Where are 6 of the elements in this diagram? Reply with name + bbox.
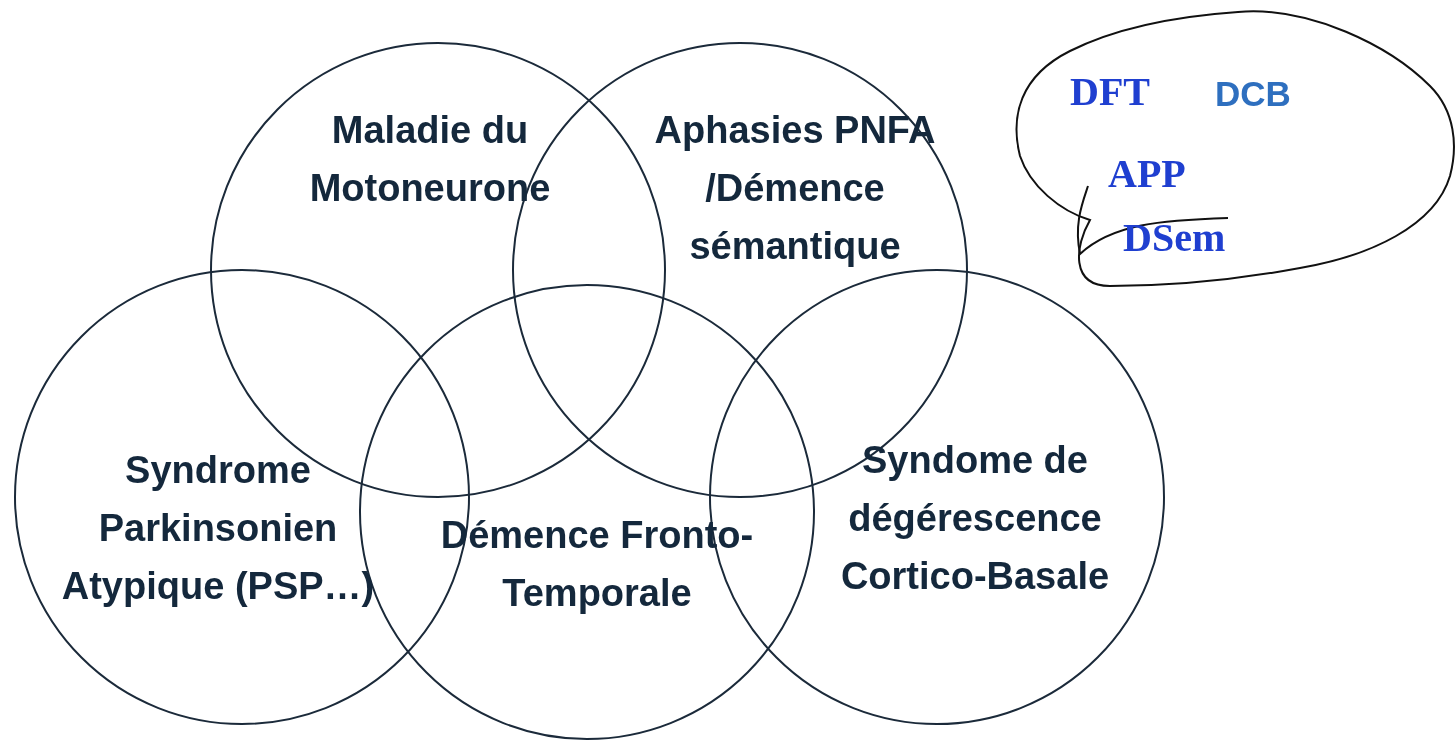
abbreviation: DFT (1070, 72, 1150, 112)
abbreviation: DSem (1123, 218, 1226, 258)
abbreviation: DCB (1215, 76, 1291, 111)
circle-label: Syndome de dégérescence Cortico-Basale (839, 438, 1111, 599)
circle-label: Syndrome Parkinsonien Atypique (PSP…) (60, 448, 376, 609)
abbreviation: APP (1108, 154, 1186, 194)
